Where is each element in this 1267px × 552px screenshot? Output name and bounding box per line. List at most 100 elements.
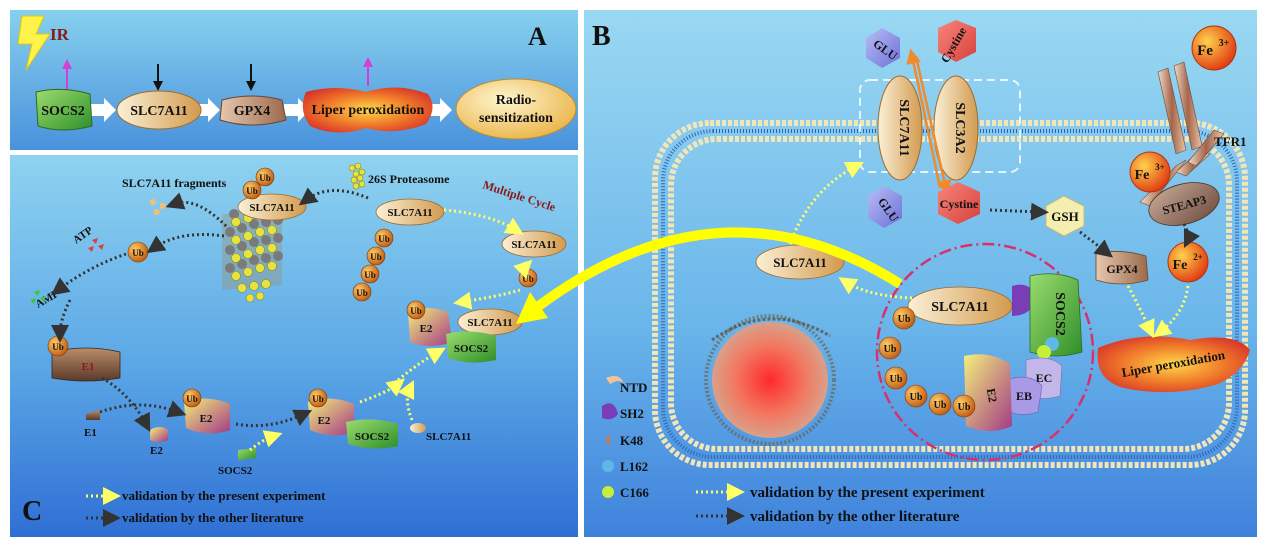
panel-c: C 26S Proteasome: [10, 155, 578, 537]
node-lipid-label: Liper peroxidation: [312, 103, 425, 118]
panel-b-letter: B: [592, 21, 611, 52]
svg-text:SLC7A11: SLC7A11: [426, 431, 471, 443]
e2-small: [150, 427, 168, 442]
svg-text:NTD: NTD: [620, 380, 647, 395]
svg-text:Ub: Ub: [364, 270, 376, 280]
ub-chain-proteasome: Ub Ub: [242, 167, 275, 200]
svg-text:Ub: Ub: [52, 342, 64, 352]
panel-c-arrows: [50, 187, 533, 452]
flow-arrow-1: [90, 98, 116, 122]
svg-text:E1: E1: [82, 361, 95, 373]
tfr1-label: TFR1: [1214, 134, 1247, 149]
ub-chain-c-top: Ub Ub Ub Ub: [352, 228, 394, 302]
svg-text:E2: E2: [984, 387, 1000, 403]
transporter-box: [859, 79, 1021, 173]
svg-text:EC: EC: [1036, 371, 1053, 385]
legend-b-other-label: validation by the other literature: [750, 509, 960, 525]
svg-text:Ub: Ub: [370, 252, 382, 262]
legend-sh2-icon: [602, 403, 618, 420]
svg-text:Ub: Ub: [186, 394, 198, 404]
ub-complex-right: [406, 300, 426, 320]
amp-icon: [30, 290, 46, 304]
socs2-small: [238, 448, 256, 460]
fragments-label: SLC7A11 fragments: [122, 176, 227, 190]
svg-text:SOCS2: SOCS2: [218, 465, 253, 477]
c166-residue: [1037, 345, 1051, 359]
panel-b: B SLC7A11 SLC3A2 GLU Cystine GLU Cystine…: [584, 10, 1257, 537]
svg-text:Ub: Ub: [522, 274, 534, 284]
proteasome-icon: [222, 199, 283, 303]
slc7a11-transporter-label: SLC7A11: [896, 99, 911, 157]
ub-chain-b: Ub Ub Ub Ub Ub Ub: [878, 306, 976, 418]
glu-extracellular: [866, 28, 900, 68]
node-radiosensitization: [455, 78, 577, 140]
endoplasmic-reticulum: [704, 314, 836, 446]
svg-text:Ub: Ub: [934, 400, 947, 411]
panel-c-letter: C: [22, 496, 42, 527]
svg-text:SH2: SH2: [620, 406, 644, 421]
slc7a11-small: [410, 423, 426, 433]
svg-text:Ub: Ub: [890, 374, 903, 385]
panel-b-background: [584, 10, 1257, 537]
gsh: [1045, 195, 1085, 237]
atp-icon: [88, 238, 104, 252]
socs2-complex-right: [446, 331, 496, 363]
node-gpx4: [219, 95, 287, 126]
legend-b-present-label: validation by the present experiment: [750, 485, 985, 501]
flow-arrow-4: [426, 98, 452, 122]
svg-text:SOCS2: SOCS2: [355, 431, 390, 443]
legend-b: NTD SH2 K48 L162 C166: [602, 376, 649, 500]
node-socs2: [35, 88, 93, 131]
big-yellow-arrow: [533, 227, 903, 313]
legend-ntd-icon: [606, 376, 624, 384]
svg-text:Ub: Ub: [356, 288, 368, 298]
svg-text:SOCS2: SOCS2: [454, 343, 489, 355]
node-socs2-label: SOCS2: [41, 104, 85, 119]
cystine-intracellular: [938, 182, 980, 224]
svg-text:E1: E1: [84, 427, 97, 439]
svg-text:SLC7A11: SLC7A11: [773, 255, 826, 270]
legend-l162-icon: [602, 460, 614, 472]
panel-a: A IR SOCS2 SLC7A11 GPX4 Liper peroxidati…: [10, 10, 578, 150]
node-lipid-peroxidation: [302, 87, 433, 133]
svg-text:E2: E2: [420, 323, 433, 335]
socs2-complex-middle: [346, 419, 398, 449]
node-slc7a11-label: SLC7A11: [130, 104, 188, 119]
slc7a11-polyub: [375, 198, 445, 226]
svg-text:E2: E2: [200, 413, 213, 425]
proteasome-label: 26S Proteasome: [368, 172, 450, 186]
flow-arrow-2: [196, 98, 220, 122]
e1-small: [86, 410, 100, 420]
glu-intracellular: [868, 186, 902, 228]
svg-text:3+: 3+: [1155, 162, 1165, 172]
slc7a11-monoub: [501, 230, 567, 258]
svg-text:E2: E2: [150, 445, 163, 457]
cystine-import-arrow: [914, 55, 952, 196]
e2-ub: [184, 398, 230, 434]
fe3-extracellular: [1191, 25, 1237, 71]
svg-text:Ub: Ub: [378, 234, 390, 244]
legend-c166-icon: [602, 486, 614, 498]
svg-text:SOCS2: SOCS2: [1052, 292, 1067, 336]
svg-text:C166: C166: [620, 485, 649, 500]
er-arc: [711, 317, 831, 342]
svg-text:Ub: Ub: [898, 314, 911, 325]
big-yellow-arrowhead: [516, 292, 548, 324]
slc7a11-polyub-label: SLC7A11: [387, 207, 432, 219]
svg-text:Ub: Ub: [246, 186, 258, 196]
svg-text:GSH: GSH: [1051, 209, 1078, 224]
svg-text:Ub: Ub: [132, 248, 144, 258]
slc7a11-degrading-label: SLC7A11: [249, 202, 294, 214]
svg-text:L162: L162: [620, 459, 648, 474]
panel-b-arrows: [788, 161, 1201, 339]
svg-text:EB: EB: [1016, 389, 1032, 403]
svg-text:K48: K48: [620, 433, 644, 448]
svg-text:GPX4: GPX4: [1106, 262, 1137, 276]
svg-text:Ub: Ub: [884, 344, 897, 355]
slc3a2-label: SLC3A2: [952, 102, 967, 153]
cystine-extracellular: [938, 20, 976, 62]
legend-c-other-label: validation by the other literature: [122, 510, 304, 525]
svg-text:Fe: Fe: [1173, 258, 1188, 273]
